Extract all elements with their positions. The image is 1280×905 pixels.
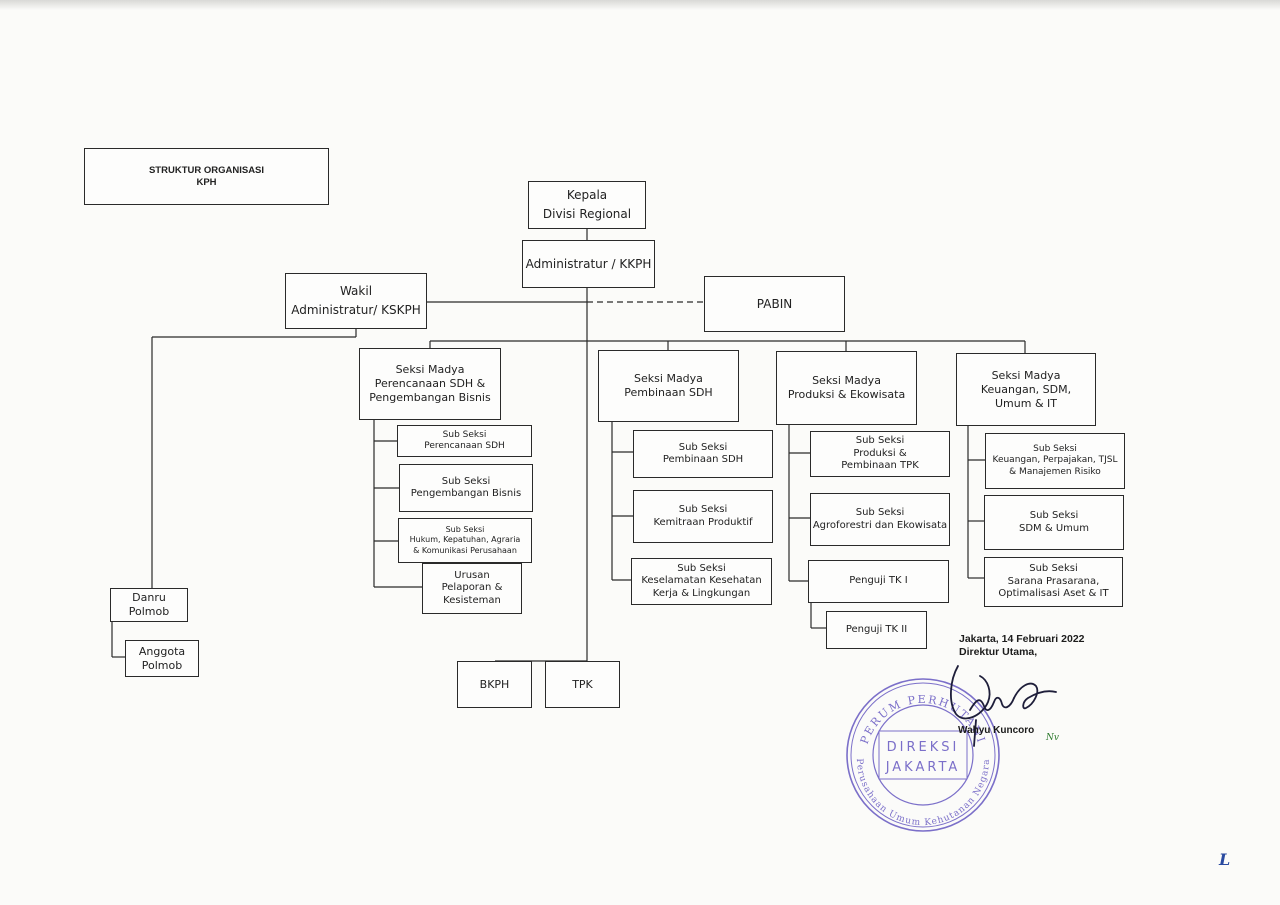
- node-seksi-produksi-label: Seksi Madya Produksi & Ekowisata: [787, 374, 906, 401]
- node-sub-perencanaan-sdh: Sub Seksi Perencanaan SDH: [397, 425, 532, 457]
- stamp-inner-line1: DIREKSI: [887, 740, 960, 755]
- node-penguji-tk2: Penguji TK II: [826, 611, 927, 649]
- node-bkph: BKPH: [457, 661, 532, 708]
- node-urusan-pelaporan-label: Urusan Pelaporan & Kesisteman: [441, 569, 503, 606]
- stamp-inner-line2: JAKARTA: [885, 760, 961, 775]
- node-sub-produksi-label: Sub Seksi Produksi & Pembinaan TPK: [841, 435, 919, 472]
- node-sub-sarana: Sub Seksi Sarana Prasarana, Optimalisasi…: [984, 557, 1123, 607]
- node-sub-hukum: Sub Seksi Hukum, Kepatuhan, Agraria & Ko…: [398, 518, 532, 563]
- node-sub-produksi: Sub Seksi Produksi & Pembinaan TPK: [810, 431, 950, 477]
- node-sub-keuangan: Sub Seksi Keuangan, Perpajakan, TJSL & M…: [985, 433, 1125, 489]
- node-seksi-perencanaan-label: Seksi Madya Perencanaan SDH & Pengembang…: [369, 363, 491, 404]
- node-sub-keuangan-label: Sub Seksi Keuangan, Perpajakan, TJSL & M…: [992, 443, 1118, 477]
- node-sub-hukum-label: Sub Seksi Hukum, Kepatuhan, Agraria & Ko…: [409, 524, 521, 555]
- signature-place-date: Jakarta, 14 Februari 2022: [959, 633, 1085, 645]
- signature-position: Direktur Utama,: [959, 645, 1038, 658]
- node-seksi-pembinaan: Seksi Madya Pembinaan SDH: [598, 350, 739, 422]
- node-seksi-perencanaan: Seksi Madya Perencanaan SDH & Pengembang…: [359, 348, 501, 420]
- node-sub-sarana-label: Sub Seksi Sarana Prasarana, Optimalisasi…: [998, 563, 1109, 600]
- signatory-name: Wahyu Kuncoro: [958, 725, 1035, 736]
- node-sub-keselamatan-label: Sub Seksi Keselamatan Kesehatan Kerja & …: [641, 562, 762, 599]
- node-bkph-label: BKPH: [479, 677, 510, 691]
- node-seksi-keuangan: Seksi Madya Keuangan, SDM, Umum & IT: [956, 353, 1096, 426]
- node-seksi-pembinaan-label: Seksi Madya Pembinaan SDH: [624, 372, 713, 399]
- signature-block: Jakarta, 14 Februari 2022 Direktur Utama…: [959, 633, 1085, 658]
- handwritten-signature: [950, 665, 1057, 747]
- node-sub-pengembangan-bisnis: Sub Seksi Pengembangan Bisnis: [399, 464, 533, 512]
- node-tpk-label: TPK: [572, 677, 593, 691]
- node-sub-pembinaan-sdh-label: Sub Seksi Pembinaan SDH: [662, 441, 744, 466]
- node-kepala: Kepala Divisi Regional: [528, 181, 646, 229]
- node-urusan-pelaporan: Urusan Pelaporan & Kesisteman: [422, 563, 522, 614]
- chart-title-box: STRUKTUR ORGANISASI KPH: [84, 148, 329, 205]
- node-penguji-tk1: Penguji TK I: [808, 560, 949, 603]
- node-pabin-label: PABIN: [756, 296, 793, 311]
- node-anggota: Anggota Polmob: [125, 640, 199, 677]
- chart-title-line2: KPH: [196, 176, 217, 188]
- node-pabin: PABIN: [704, 276, 845, 332]
- node-penguji-tk1-label: Penguji TK I: [849, 575, 908, 587]
- node-danru-label: Danru Polmob: [128, 591, 170, 618]
- node-sub-keselamatan: Sub Seksi Keselamatan Kesehatan Kerja & …: [631, 558, 772, 605]
- node-sub-kemitraan-label: Sub Seksi Kemitraan Produktif: [653, 504, 753, 528]
- node-seksi-produksi: Seksi Madya Produksi & Ekowisata: [776, 351, 917, 425]
- official-stamp: PERUM PERHUTANI Perusahaan Umum Kehutana…: [846, 678, 1000, 832]
- node-sub-kemitraan: Sub Seksi Kemitraan Produktif: [633, 490, 773, 543]
- node-kepala-label: Kepala Divisi Regional: [542, 188, 632, 221]
- node-sub-sdm-label: Sub Seksi SDM & Umum: [1019, 510, 1089, 534]
- paraf-initials: Nv: [1046, 733, 1059, 743]
- node-tpk: TPK: [545, 661, 620, 708]
- scan-top-edge: [0, 0, 1280, 10]
- node-seksi-keuangan-label: Seksi Madya Keuangan, SDM, Umum & IT: [980, 368, 1072, 410]
- node-administratur-label: Administratur / KKPH: [525, 256, 652, 271]
- page-mark: L: [1219, 850, 1231, 869]
- node-wakil-label: Wakil Administratur/ KSKPH: [291, 284, 421, 317]
- node-sub-sdm: Sub Seksi SDM & Umum: [984, 495, 1124, 550]
- node-wakil: Wakil Administratur/ KSKPH: [285, 273, 427, 329]
- node-sub-pengembangan-bisnis-label: Sub Seksi Pengembangan Bisnis: [410, 475, 522, 500]
- node-sub-perencanaan-sdh-label: Sub Seksi Perencanaan SDH: [424, 429, 505, 452]
- node-danru: Danru Polmob: [110, 588, 188, 622]
- node-administratur: Administratur / KKPH: [522, 240, 655, 288]
- node-sub-agroforestri: Sub Seksi Agroforestri dan Ekowisata: [810, 493, 950, 546]
- node-sub-agroforestri-label: Sub Seksi Agroforestri dan Ekowisata: [812, 507, 948, 531]
- node-penguji-tk2-label: Penguji TK II: [845, 623, 908, 635]
- chart-title-line1: STRUKTUR ORGANISASI: [148, 164, 265, 176]
- node-sub-pembinaan-sdh: Sub Seksi Pembinaan SDH: [633, 430, 773, 478]
- node-anggota-label: Anggota Polmob: [138, 644, 186, 672]
